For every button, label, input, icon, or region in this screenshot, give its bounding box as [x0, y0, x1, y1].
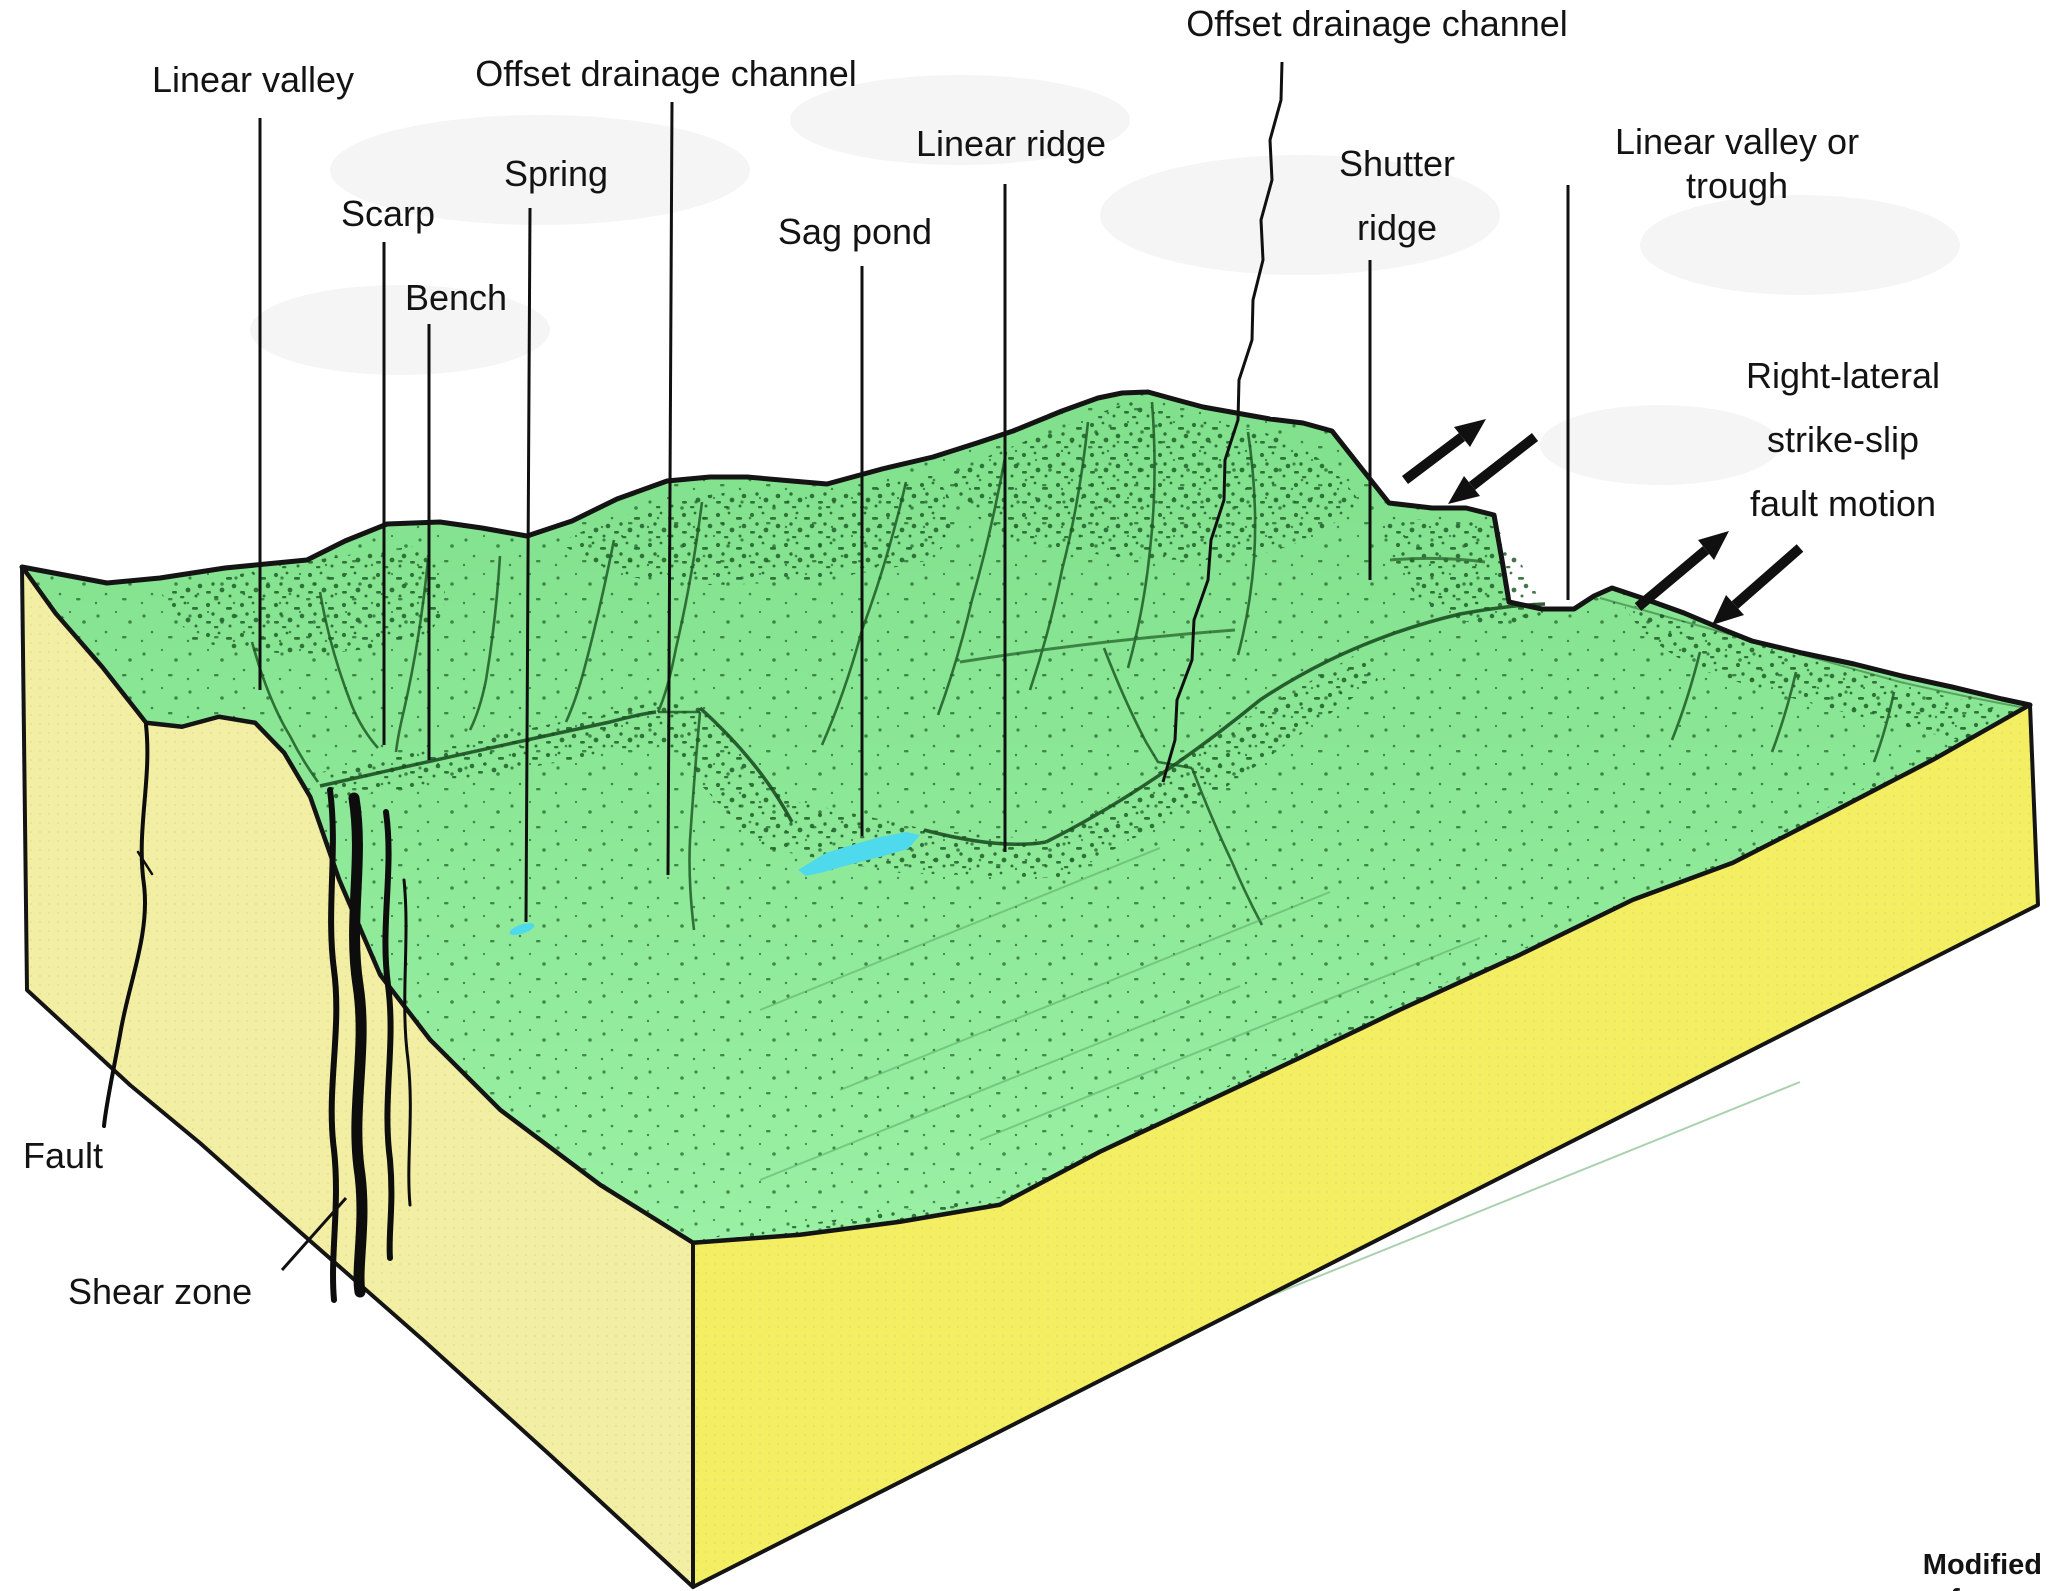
- label-shear-zone: Shear zone: [68, 1271, 253, 1312]
- label-scarp: Scarp: [340, 193, 436, 234]
- fault-trace: [319, 556, 2027, 846]
- leader-shear-zone: [280, 1197, 348, 1271]
- label-sag-pond: Sag pond: [777, 211, 933, 252]
- label-bench: Bench: [404, 277, 508, 318]
- motion-arrow-ne-icon: [1401, 419, 1486, 484]
- motion-arrow-sw-icon: [1712, 544, 1804, 625]
- shear-zone-cracks: [327, 787, 412, 1303]
- label-linear-ridge: Linear ridge: [915, 123, 1107, 164]
- sky-background: [250, 75, 1960, 485]
- label-fault: Fault: [23, 1135, 104, 1176]
- spring-water: [509, 923, 535, 935]
- label-offset-drainage-2: Offset drainage channel: [1186, 3, 1568, 44]
- motion-arrow-sw-icon: [1448, 433, 1539, 504]
- source-caption: Modified from USGS PP 1515: [1922, 1549, 2042, 1591]
- sag-pond-water: [798, 832, 920, 876]
- leader-spring: [524, 207, 532, 923]
- leader-lines: [258, 61, 1570, 1271]
- label-spring: Spring: [503, 153, 609, 194]
- motion-arrows: [1401, 419, 1804, 625]
- fault-crack: [102, 723, 154, 1128]
- label-linear-valley-trough: Linear valley or trough: [1614, 121, 1860, 206]
- label-right-lateral-motion: Right-lateral strike-slip fault motion: [1745, 355, 1941, 524]
- leader-offset-drainage-1: [666, 101, 674, 876]
- label-offset-drainage-1: Offset drainage channel: [475, 53, 857, 94]
- leader-offset-drainage-2: [1161, 61, 1284, 783]
- label-linear-valley: Linear valley: [151, 59, 355, 100]
- motion-arrow-ne-icon: [1634, 531, 1729, 611]
- label-shutter-ridge: Shutter ridge: [1338, 143, 1456, 248]
